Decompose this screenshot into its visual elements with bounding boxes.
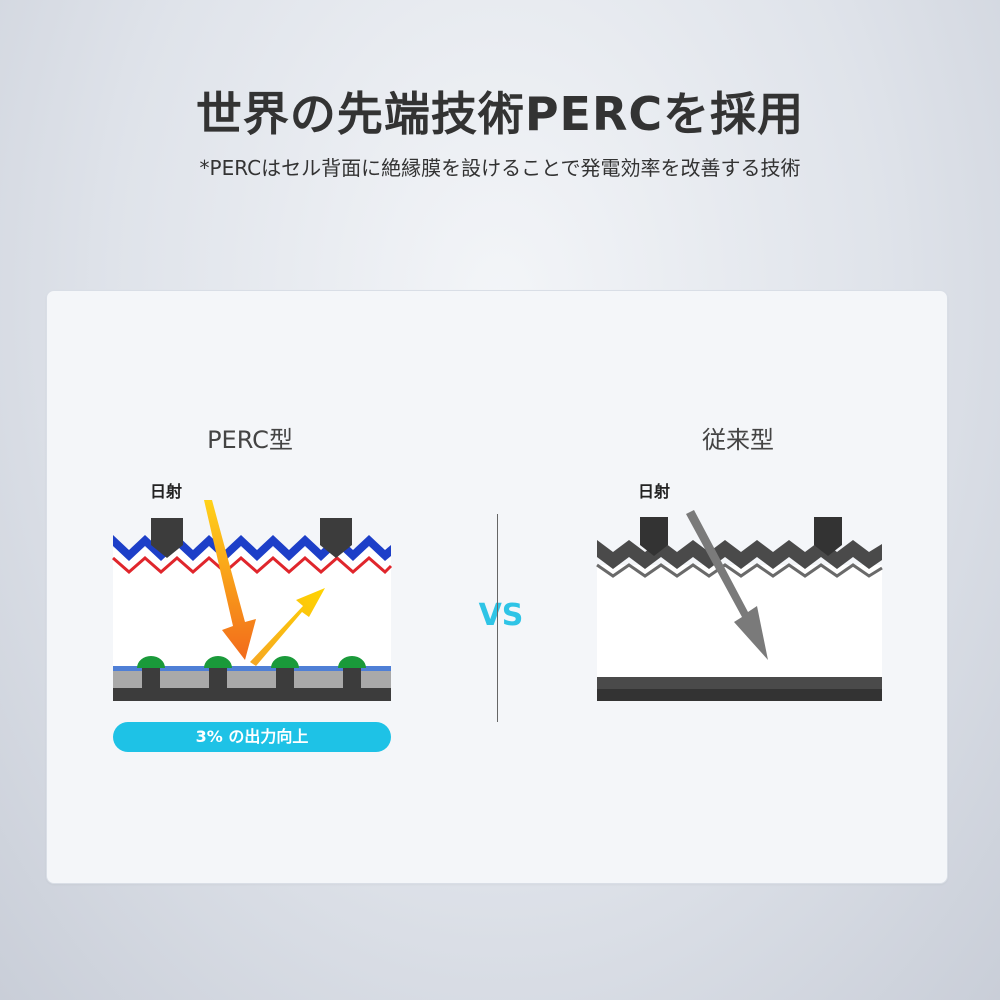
- perc-top-contact: [151, 518, 183, 558]
- perc-top-contact: [320, 518, 352, 558]
- perc-reflected-arrow: [250, 588, 325, 666]
- conventional-ray-label: 日射: [638, 482, 671, 501]
- perc-rear-finger: [209, 668, 227, 690]
- perc-red-layer: [112, 556, 393, 575]
- conventional-zigzag-line: [596, 563, 883, 578]
- perc-rear-finger: [276, 668, 294, 690]
- perc-rear-layer: [113, 671, 391, 688]
- perc-passivation-layer: [113, 666, 391, 671]
- conventional-incoming-arrow: [686, 510, 768, 660]
- perc-rear-finger: [142, 668, 160, 690]
- perc-green-contact: [204, 656, 232, 668]
- conventional-top-layer: [597, 540, 882, 569]
- perc-cell-diagram: [112, 500, 393, 701]
- conventional-top-contact: [640, 517, 668, 556]
- perc-green-contact: [338, 656, 366, 668]
- conventional-label: 従来型: [702, 426, 774, 454]
- perc-back-contact: [113, 688, 391, 701]
- conventional-rear-layer: [597, 677, 882, 689]
- page-title: 世界の先端技術PERCを採用: [195, 87, 805, 141]
- perc-label: PERC型: [207, 426, 293, 454]
- perc-green-contact: [137, 656, 165, 668]
- conventional-back-contact: [597, 689, 882, 701]
- perc-green-contact: [271, 656, 299, 668]
- perc-rear-finger: [343, 668, 361, 690]
- center-divider: [497, 514, 498, 722]
- vs-label: VS: [478, 598, 524, 633]
- conventional-top-contact: [814, 517, 842, 556]
- perc-ray-label: 日射: [150, 482, 183, 501]
- page-subtitle: *PERCはセル背面に絶縁膜を設けることで発電効率を改善する技術: [199, 156, 801, 180]
- output-gain-badge: 3% の出力向上: [113, 722, 391, 752]
- conventional-cell-diagram: [596, 510, 883, 701]
- perc-incoming-arrow: [204, 500, 256, 660]
